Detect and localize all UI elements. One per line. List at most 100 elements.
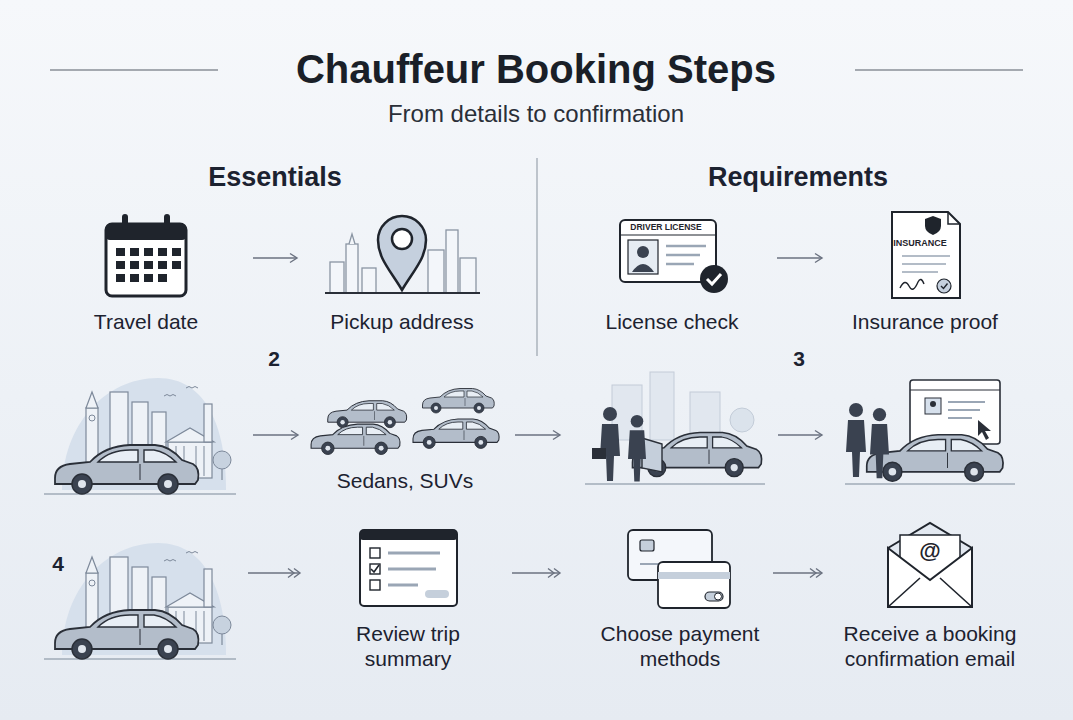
payment-icon [715, 593, 722, 600]
payment-icon [658, 562, 730, 608]
calendar-icon [164, 214, 170, 230]
step-caption: Pickup address [297, 309, 507, 334]
calendar-icon [106, 224, 186, 240]
section-heading: Essentials [155, 161, 395, 193]
calendar-icon [106, 214, 186, 296]
chauffeur-scene [592, 448, 606, 459]
payment-icon [640, 540, 654, 551]
calendar-icon [116, 248, 125, 256]
license-icon [620, 220, 728, 293]
location-icon [392, 229, 412, 249]
pickup-scene [978, 420, 991, 440]
license-icon [707, 274, 721, 284]
location-icon [378, 216, 426, 290]
payment-icon [658, 572, 730, 579]
license-icon [666, 246, 706, 264]
email-symbol: @ [910, 538, 950, 564]
flow-arrow [777, 257, 822, 258]
calendar-icon [116, 274, 125, 282]
summary-icon [370, 548, 380, 558]
chauffeur-scene [600, 407, 620, 481]
location-icon [428, 250, 444, 293]
step-node: Choose payment methods [560, 520, 773, 680]
title-rule [855, 69, 1023, 70]
location-icon [325, 216, 480, 293]
car-fleet-icon [423, 389, 495, 414]
pickup-scene [925, 398, 941, 414]
pickup-scene [845, 483, 1015, 484]
icon-caption: DRIVER LICENSE [621, 222, 711, 232]
flow-arrow [773, 572, 822, 573]
insurance-icon [937, 279, 951, 293]
step-caption: Review trip summary [333, 621, 483, 671]
step-node: Insurance proof [822, 205, 1032, 340]
step-caption: Choose payment methods [588, 621, 773, 671]
calendar-icon [144, 248, 153, 256]
calendar-icon [158, 248, 167, 256]
step-caption: Travel date [46, 309, 246, 334]
icon-caption: INSURANCE [890, 238, 950, 249]
calendar-icon [158, 261, 167, 269]
callout-number: 2 [259, 346, 289, 371]
insurance-icon [892, 212, 960, 298]
insurance-icon [902, 256, 950, 272]
insurance-icon [948, 212, 960, 224]
city-car-scene [44, 543, 236, 659]
location-icon [349, 234, 355, 244]
step-node: Travel date [40, 205, 253, 340]
summary-icon [388, 553, 440, 585]
flow-arrow [778, 434, 822, 435]
calendar-icon [144, 274, 153, 282]
step-node: Review trip summary [304, 520, 512, 680]
flow-arrow [512, 572, 560, 573]
license-icon [700, 265, 728, 293]
calendar-icon [172, 248, 181, 256]
calendar-icon [106, 224, 186, 296]
chauffeur-scene [585, 483, 765, 484]
step-caption: Receive a booking confirmation email [823, 621, 1038, 671]
license-icon [628, 240, 658, 274]
flow-arrow [248, 572, 300, 573]
payment-icon [628, 530, 730, 608]
insurance-icon [941, 284, 948, 289]
chauffeur-scene [633, 433, 762, 477]
flow-arrow [253, 257, 297, 258]
flow-arrow [515, 434, 560, 435]
pickup-scene [910, 389, 1000, 390]
car-fleet-icon [311, 424, 400, 454]
email-icon [888, 578, 972, 607]
calendar-icon [144, 261, 153, 269]
calendar-icon [122, 214, 128, 230]
pickup-scene [870, 408, 889, 478]
license-icon [632, 264, 654, 272]
chauffeur-scene [730, 408, 754, 432]
location-icon [346, 244, 358, 293]
step-caption: Insurance proof [825, 309, 1025, 334]
pickup-scene [930, 401, 936, 407]
pickup-scene [845, 380, 1015, 484]
location-icon [460, 258, 476, 293]
flow-arrow [253, 434, 298, 435]
summary-icon [425, 590, 449, 598]
subtitle: From details to confirmation [286, 99, 786, 128]
calendar-icon [116, 248, 181, 282]
section-divider [536, 158, 537, 356]
calendar-icon [158, 274, 167, 282]
summary-icon [371, 565, 379, 572]
chauffeur-scene [628, 415, 646, 482]
summary-icon [370, 564, 380, 574]
location-icon [325, 292, 480, 294]
car-fleet-icon [311, 389, 499, 455]
license-icon [637, 246, 649, 258]
calendar-icon [130, 248, 139, 256]
insurance-icon [892, 212, 960, 298]
step-caption: Sedans, SUVs [305, 468, 505, 493]
calendar-icon [116, 261, 125, 269]
summary-icon [360, 530, 457, 540]
section-heading: Requirements [668, 161, 928, 193]
step-caption: License check [572, 309, 772, 334]
step-node: Pickup address [297, 205, 507, 340]
